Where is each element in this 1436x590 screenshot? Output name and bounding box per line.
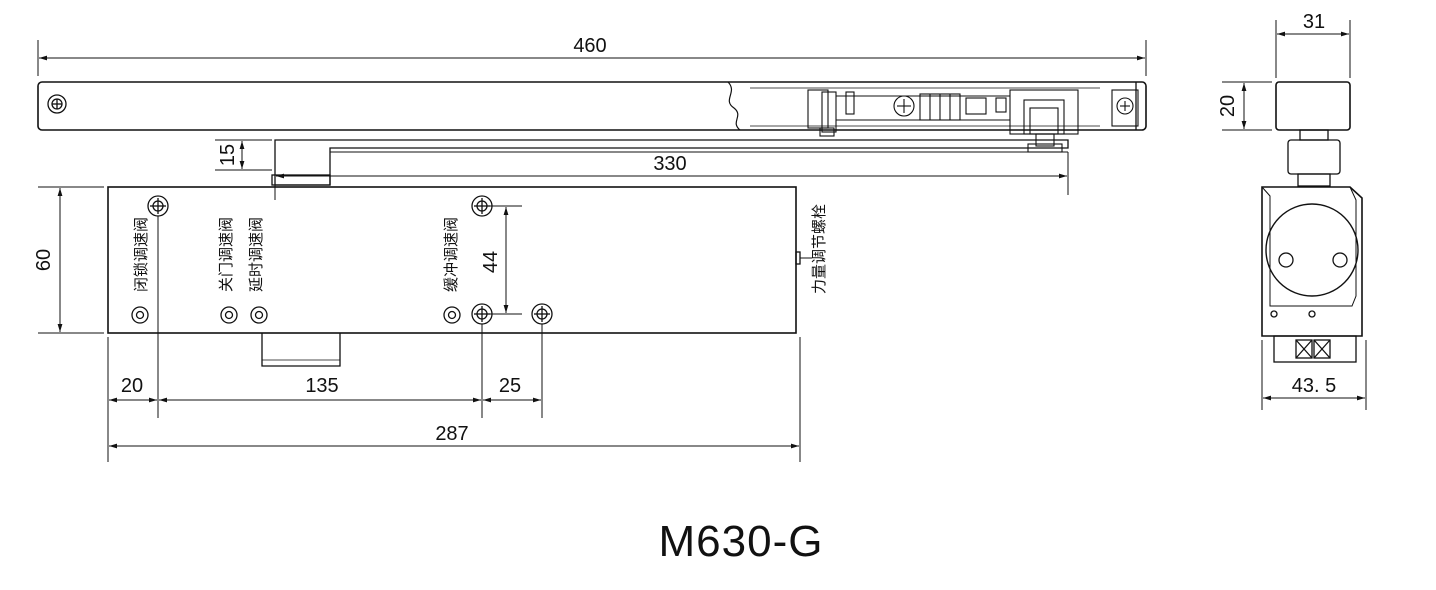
rail-screw-icon (47, 94, 67, 114)
mounting-screw-icon (147, 195, 169, 217)
slide-rail (37, 81, 1147, 153)
label-closing-valve: 关门调速阀 (217, 217, 235, 292)
dim-arm-offset: 15 (217, 144, 239, 166)
side-view (1261, 81, 1363, 363)
valve-buffer-icon (443, 306, 461, 324)
valve-icons (131, 306, 461, 324)
dimension-lines (37, 20, 1367, 462)
mounting-screw-icon (531, 303, 553, 325)
mounting-screw-icon (471, 195, 493, 217)
valve-closing-icon (220, 306, 238, 324)
label-buffer-valve: 缓冲调速阀 (442, 217, 460, 292)
dim-center-span: 135 (305, 375, 338, 397)
dim-left-offset: 20 (121, 375, 143, 397)
label-closing-lock-valve: 闭锁调速阀 (132, 217, 150, 292)
dim-side-width-bottom: 43. 5 (1292, 375, 1336, 397)
dim-screw-spacing: 44 (480, 251, 502, 273)
model-title: M630-G (659, 517, 824, 566)
valve-closing-lock-icon (131, 306, 149, 324)
dim-body-length: 287 (435, 423, 468, 445)
dim-slide-length: 330 (653, 153, 686, 175)
dim-side-width-top: 31 (1303, 11, 1325, 33)
dim-body-height: 60 (33, 249, 55, 271)
label-force-adjust-bolt: 力量调节螺栓 (810, 204, 828, 294)
valve-delay-icon (250, 306, 268, 324)
slider-mechanism (750, 87, 1139, 153)
dim-side-height-top: 20 (1217, 95, 1239, 117)
mounting-screw-icon (471, 303, 493, 325)
dim-arm-length: 460 (573, 35, 606, 57)
label-delay-valve: 延时调速阀 (247, 217, 265, 292)
closer-body (107, 186, 801, 367)
dim-right-span: 25 (499, 375, 521, 397)
